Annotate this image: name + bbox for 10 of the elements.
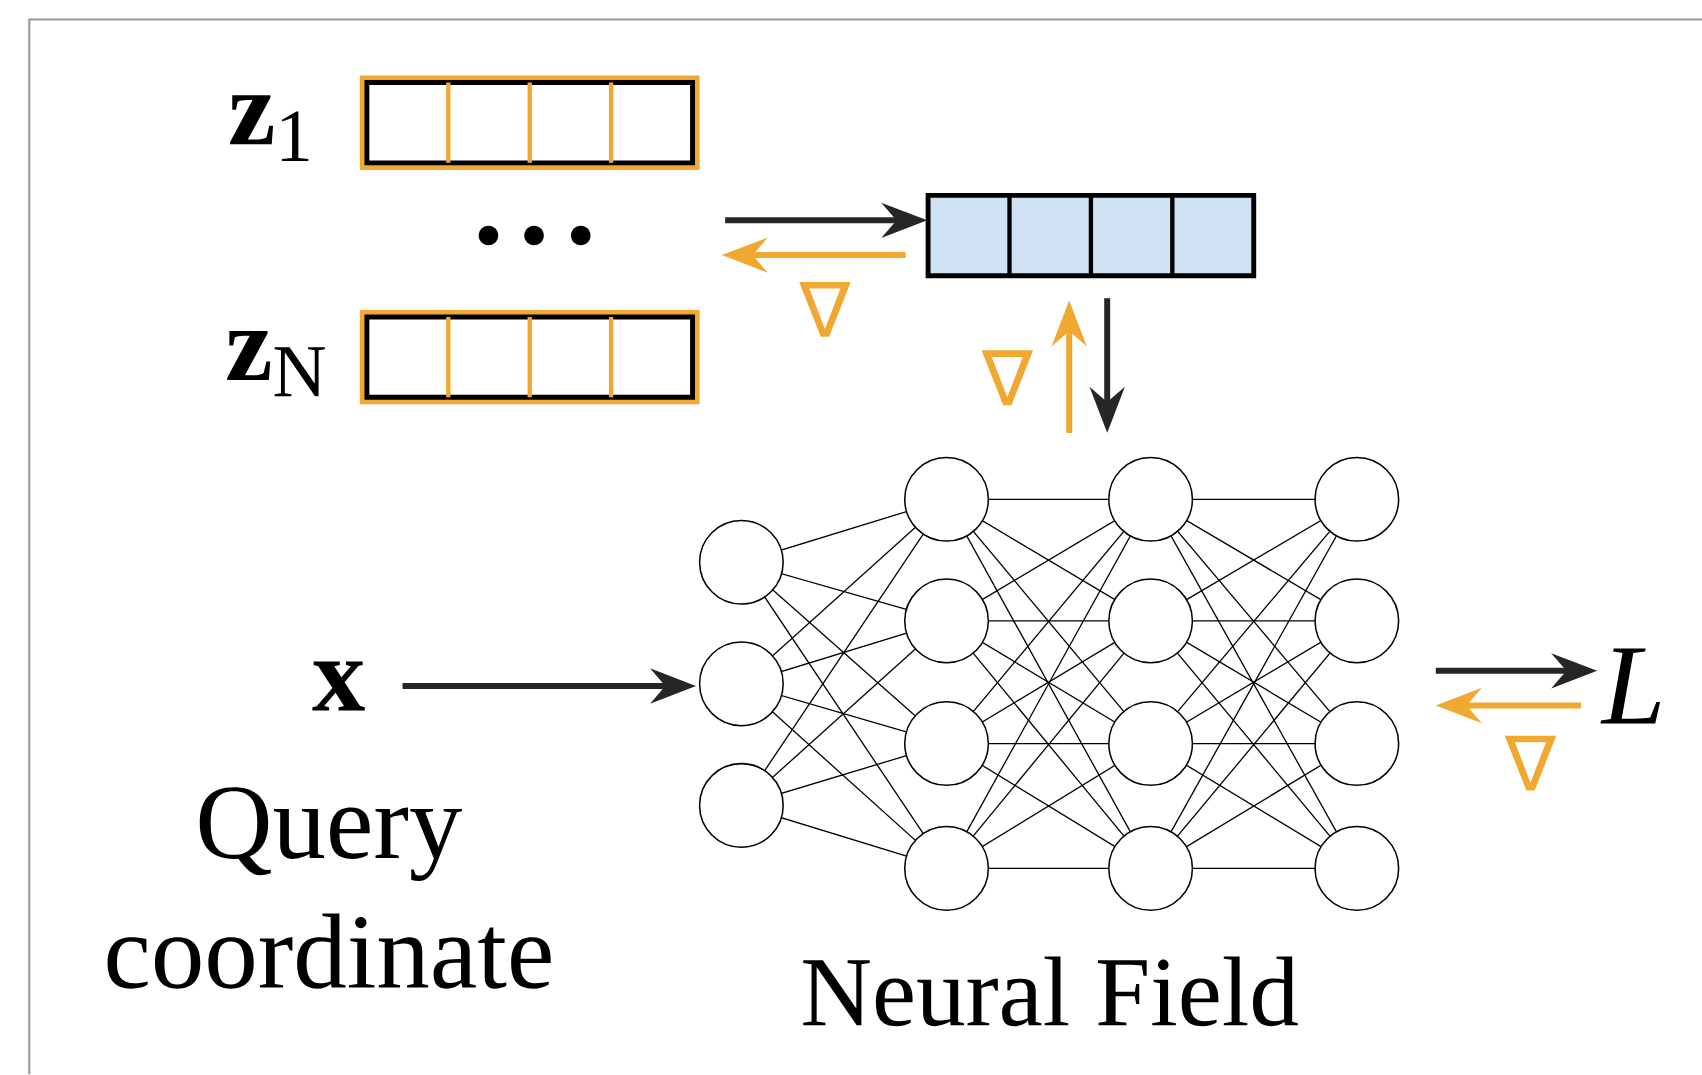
vector-label: z$_{N}$: [227, 331, 325, 397]
node-label: Neural Field: [803, 956, 1298, 1027]
gradient-symbol: ∇: [1501, 732, 1560, 795]
selected-code-vector: [925, 193, 1257, 279]
gradient-symbol: ∇: [795, 278, 855, 341]
variable-label: x: [312, 661, 365, 711]
gradient-symbol: ∇: [978, 346, 1037, 410]
vector-label: z$_{1}$: [230, 95, 309, 162]
variable-label: L: [1600, 648, 1661, 724]
node-caption: Query coordinate: [107, 787, 551, 989]
